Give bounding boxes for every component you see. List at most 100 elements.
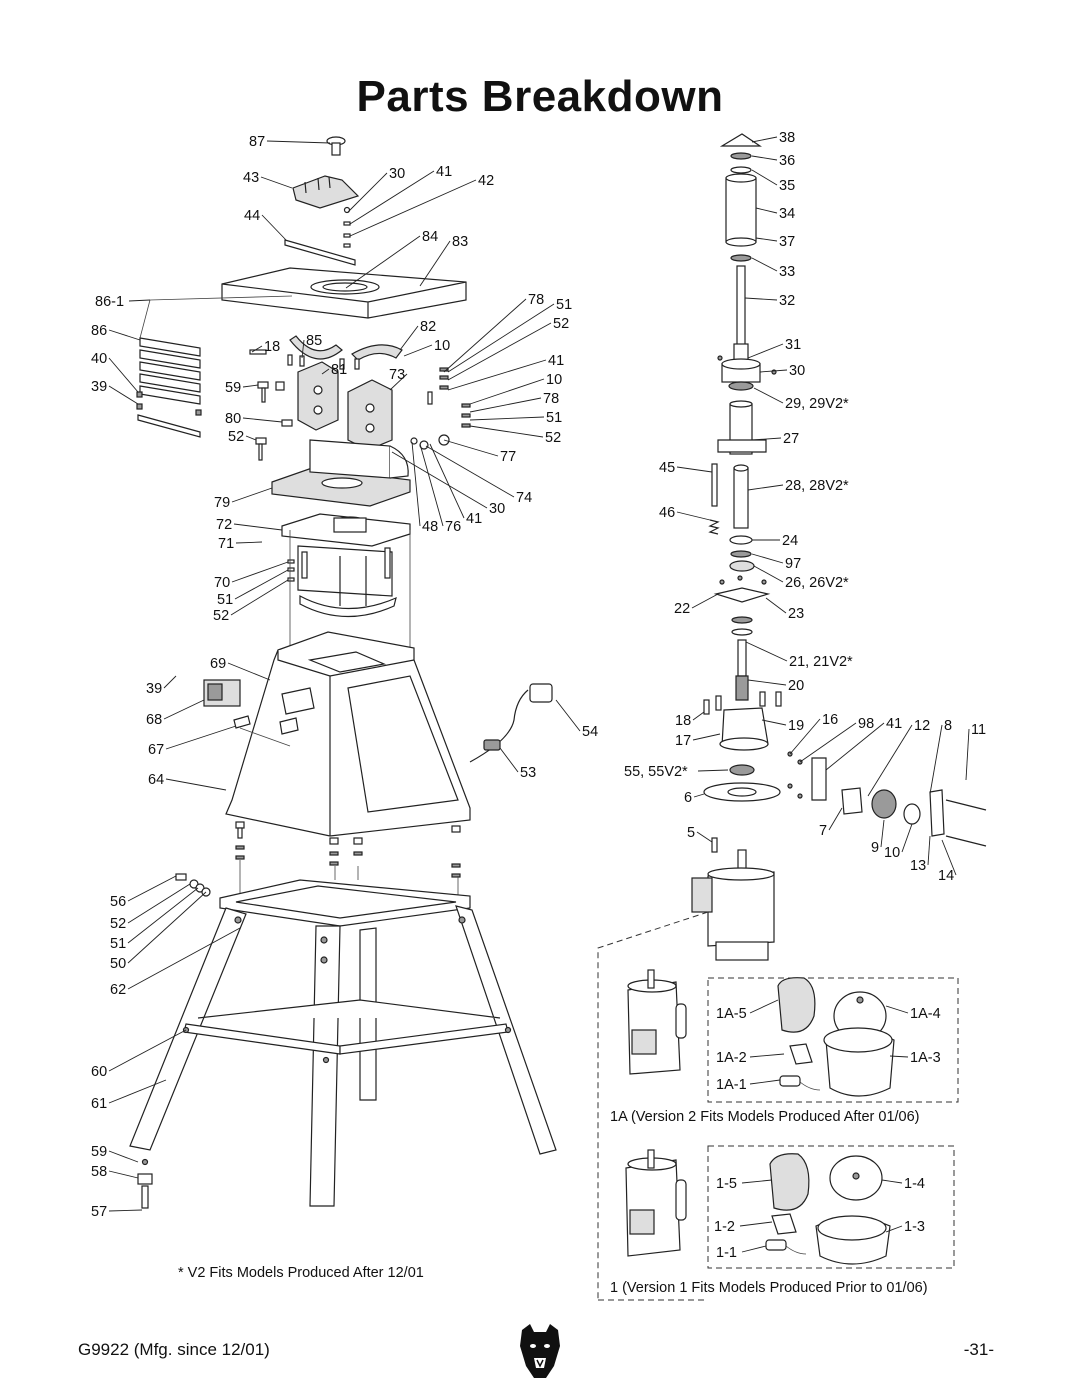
page-title: Parts Breakdown bbox=[356, 72, 724, 121]
part-label: 37 bbox=[779, 234, 795, 250]
part-label: 42 bbox=[478, 173, 494, 189]
leader-line bbox=[927, 835, 931, 866]
leader-line bbox=[885, 1005, 909, 1014]
leader-line bbox=[227, 662, 271, 681]
leader-line bbox=[739, 1221, 773, 1227]
part-label: 45 bbox=[659, 460, 675, 476]
leader-line bbox=[108, 1150, 139, 1163]
version-1-note: 1 (Version 1 Fits Models Produced Prior … bbox=[610, 1280, 928, 1296]
leader-line bbox=[828, 807, 843, 831]
part-label: 10 bbox=[434, 338, 450, 354]
part-label: 35 bbox=[779, 178, 795, 194]
part-label: 98 bbox=[858, 716, 874, 732]
leader-line bbox=[347, 172, 388, 213]
leader-line bbox=[751, 169, 778, 186]
version-2-note: 1A (Version 2 Fits Models Produced After… bbox=[610, 1109, 920, 1125]
part-label: 83 bbox=[452, 234, 468, 250]
leader-line bbox=[399, 325, 419, 351]
leader-line bbox=[880, 819, 885, 848]
part-label: 86 bbox=[91, 323, 107, 339]
leader-line bbox=[676, 511, 711, 521]
part-label: 48 bbox=[422, 519, 438, 535]
leader-line bbox=[676, 466, 713, 473]
leader-line bbox=[555, 699, 581, 732]
part-label: 46 bbox=[659, 505, 675, 521]
part-label: 41 bbox=[548, 353, 564, 369]
leader-line bbox=[425, 445, 515, 498]
part-label: 80 bbox=[225, 411, 241, 427]
leader-line bbox=[469, 397, 542, 413]
part-label: 8 bbox=[944, 718, 952, 734]
leader-line bbox=[345, 235, 421, 289]
part-label: 69 bbox=[210, 656, 226, 672]
leader-line bbox=[825, 722, 885, 771]
leader-line bbox=[761, 719, 787, 726]
leader-line bbox=[765, 597, 787, 614]
leader-line bbox=[753, 565, 784, 583]
part-label: 23 bbox=[788, 606, 804, 622]
leader-line bbox=[231, 487, 273, 503]
leader-line bbox=[965, 728, 970, 781]
leader-line bbox=[235, 541, 263, 544]
part-label: 56 bbox=[110, 894, 126, 910]
leader-line bbox=[108, 1029, 187, 1072]
part-label: 81 bbox=[331, 362, 347, 378]
part-label: 38 bbox=[779, 130, 795, 146]
leader-line bbox=[127, 875, 177, 902]
part-label: 55, 55V2* bbox=[624, 764, 688, 780]
leader-line bbox=[759, 369, 788, 373]
part-label: 54 bbox=[582, 724, 598, 740]
part-label: 10 bbox=[546, 372, 562, 388]
leader-line bbox=[747, 343, 784, 359]
part-label: 1A-1 bbox=[716, 1077, 747, 1093]
leader-line bbox=[697, 769, 729, 772]
leader-line bbox=[391, 451, 488, 509]
leader-line bbox=[163, 675, 177, 689]
leader-line bbox=[127, 927, 241, 990]
leader-line bbox=[469, 378, 545, 405]
part-label: 1-1 bbox=[716, 1245, 737, 1261]
leader-line bbox=[741, 1245, 767, 1253]
leader-line bbox=[747, 679, 787, 686]
leader-line bbox=[127, 891, 207, 964]
leader-line bbox=[108, 1209, 143, 1212]
part-label: 73 bbox=[389, 367, 405, 383]
part-label: 1A-4 bbox=[910, 1006, 941, 1022]
part-label: 61 bbox=[91, 1096, 107, 1112]
part-label: 70 bbox=[214, 575, 230, 591]
part-label: 30 bbox=[489, 501, 505, 517]
part-label: 82 bbox=[420, 319, 436, 335]
leader-line bbox=[234, 569, 289, 600]
part-label: 39 bbox=[91, 379, 107, 395]
leader-line bbox=[349, 179, 477, 237]
leader-line bbox=[469, 416, 545, 421]
part-label: 17 bbox=[675, 733, 691, 749]
part-label: 6 bbox=[684, 790, 692, 806]
leader-line bbox=[260, 176, 293, 189]
leader-line bbox=[266, 140, 331, 144]
leader-line bbox=[163, 699, 205, 720]
leader-line bbox=[696, 831, 713, 843]
part-label: 78 bbox=[528, 292, 544, 308]
part-label: 24 bbox=[782, 533, 798, 549]
leader-line bbox=[499, 747, 519, 773]
part-label: 78 bbox=[543, 391, 559, 407]
leader-line bbox=[691, 593, 719, 609]
part-label: 34 bbox=[779, 206, 795, 222]
part-label: 14 bbox=[938, 868, 954, 884]
part-label: 51 bbox=[546, 410, 562, 426]
leader-line bbox=[108, 1170, 139, 1179]
part-label: 12 bbox=[914, 718, 930, 734]
left-assembly-drawing bbox=[129, 136, 557, 1209]
leader-line bbox=[443, 298, 527, 373]
leader-line bbox=[245, 435, 257, 441]
leader-line bbox=[447, 359, 547, 391]
part-label: 30 bbox=[789, 363, 805, 379]
leader-line bbox=[755, 207, 778, 214]
leader-line bbox=[242, 417, 283, 423]
part-label: 18 bbox=[675, 713, 691, 729]
part-label: 16 bbox=[822, 712, 838, 728]
part-label: 1A-3 bbox=[910, 1050, 941, 1066]
part-label: 86-1 bbox=[95, 294, 124, 310]
part-label: 53 bbox=[520, 765, 536, 781]
